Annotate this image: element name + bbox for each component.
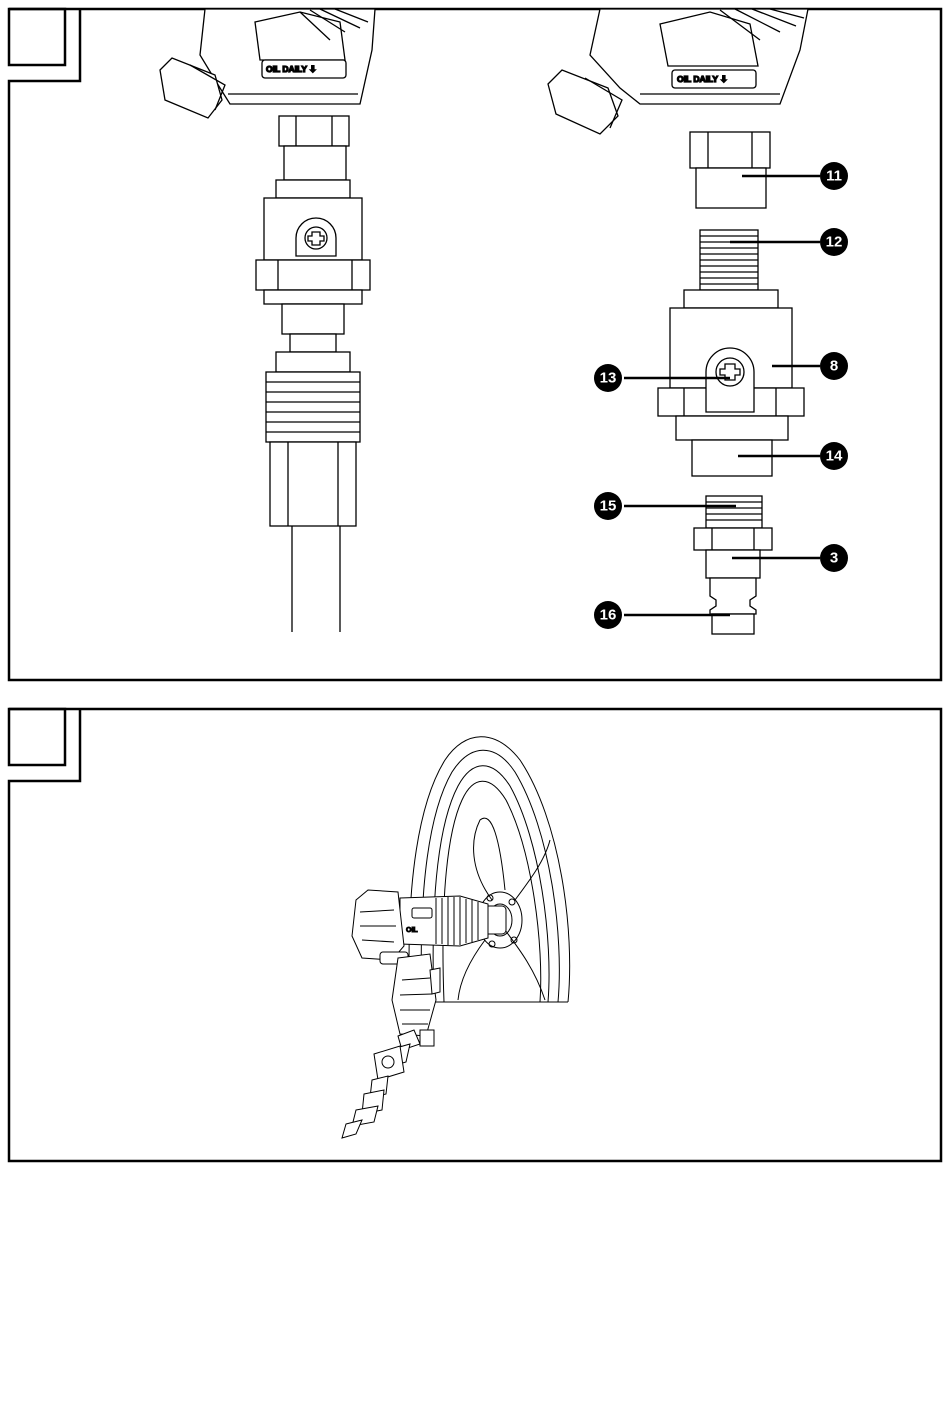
callout-16-label: 16 (600, 607, 617, 624)
callout-16: 16 (594, 601, 622, 629)
callout-3: 3 (820, 544, 848, 572)
callout-15: 15 (594, 492, 622, 520)
callout-11: 11 (820, 162, 848, 190)
callout-8-label: 8 (830, 358, 838, 375)
exploded-view: OIL DAILY ⇩ (548, 9, 808, 634)
panel-1-frame (9, 9, 941, 680)
callout-12: 12 (820, 228, 848, 256)
oil-daily-label-2: OIL DAILY ⇩ (677, 74, 727, 84)
callout-15-label: 15 (600, 498, 617, 515)
wheel-illustration (409, 737, 570, 1002)
oil-label-small: OIL (406, 927, 418, 934)
assembled-tool-view: OIL DAILY ⇩ (160, 9, 375, 632)
oil-daily-label: OIL DAILY ⇩ (266, 64, 316, 74)
callout-3-label: 3 (830, 550, 838, 567)
callout-13: 13 (594, 364, 622, 392)
callout-11-label: 11 (826, 168, 842, 185)
callout-8: 8 (820, 352, 848, 380)
callout-14-label: 14 (826, 448, 843, 465)
impact-wrench-illustration: OIL (342, 890, 506, 1138)
callout-13-label: 13 (600, 370, 617, 387)
callout-12-label: 12 (826, 234, 843, 251)
callout-14: 14 (820, 442, 848, 470)
